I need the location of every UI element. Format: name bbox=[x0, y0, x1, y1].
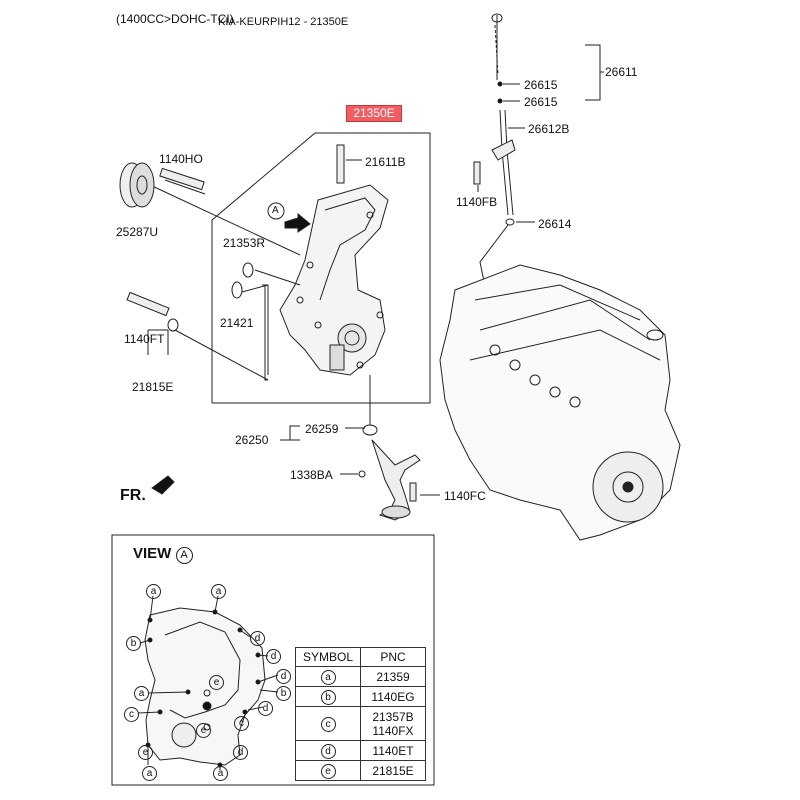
view-a-frame bbox=[111, 534, 435, 786]
symbol-cell: c bbox=[295, 706, 361, 741]
symbol-cell: e bbox=[295, 760, 361, 781]
part-label[interactable]: 26612B bbox=[528, 122, 570, 136]
fr-arrow bbox=[151, 475, 175, 495]
view-marker: A bbox=[175, 547, 193, 564]
part-label[interactable]: 1140HO bbox=[159, 152, 203, 166]
pnc-cell[interactable]: 21357B 1140FX bbox=[360, 706, 426, 741]
part-label[interactable]: 21815E bbox=[132, 380, 174, 394]
callout-b: b bbox=[276, 686, 291, 701]
part-label[interactable]: 26615 bbox=[524, 95, 558, 109]
part-label[interactable]: 21421 bbox=[220, 316, 254, 330]
callout-a: a bbox=[213, 766, 228, 781]
callout-d: d bbox=[233, 745, 248, 760]
symbol-table: SYMBOL PNC a 21359 b 1140EG c 21357B 114… bbox=[295, 647, 426, 781]
part-label[interactable]: 26611 bbox=[605, 65, 638, 79]
symbol-cell: d bbox=[295, 740, 361, 761]
part-label[interactable]: 1140FT bbox=[124, 332, 165, 346]
part-label[interactable]: 26250 bbox=[235, 433, 269, 447]
symbol-header: SYMBOL bbox=[295, 647, 361, 667]
callout-a: a bbox=[146, 584, 161, 599]
bracket-26250 bbox=[289, 425, 300, 441]
callout-d: d bbox=[250, 631, 265, 646]
diagram-subtitle: KIA-KEURPIH12 - 21350E bbox=[218, 16, 349, 28]
view-a-marker: A bbox=[272, 205, 279, 216]
view-title-text: VIEW bbox=[133, 545, 172, 562]
part-label-highlighted[interactable]: 21350E bbox=[346, 105, 402, 122]
part-label[interactable]: 21353R bbox=[223, 236, 266, 250]
seal-21353R bbox=[242, 262, 254, 278]
pnc-cell[interactable]: 1140ET bbox=[360, 740, 426, 761]
symbol-cell: a bbox=[295, 666, 361, 687]
callout-d: d bbox=[276, 669, 291, 684]
dipstick-tube bbox=[499, 109, 509, 216]
front-indicator: FR. bbox=[120, 487, 146, 504]
pnc-cell[interactable]: 21815E bbox=[360, 760, 426, 781]
diagram-title: (1400CC>DOHC-TCI) bbox=[116, 12, 234, 26]
view-title: VIEW A bbox=[133, 545, 193, 564]
callout-d: d bbox=[266, 649, 281, 664]
symbol-cell: b bbox=[295, 686, 361, 707]
part-label[interactable]: 1338BA bbox=[290, 468, 333, 482]
part-label[interactable]: 26259 bbox=[305, 422, 339, 436]
callout-d: d bbox=[258, 701, 273, 716]
callout-c: c bbox=[124, 707, 139, 722]
gasket-outline bbox=[144, 607, 266, 766]
callout-a: a bbox=[211, 584, 226, 599]
symbol-circle: b bbox=[320, 689, 336, 705]
cover-frame bbox=[211, 132, 431, 404]
part-label[interactable]: 25287U bbox=[116, 225, 159, 239]
part-label[interactable]: 1140FB bbox=[456, 195, 498, 209]
callout-b: b bbox=[126, 636, 141, 651]
symbol-circle: c bbox=[320, 716, 336, 732]
callout-e: e bbox=[209, 675, 224, 690]
callout-e: e bbox=[138, 745, 153, 760]
symbol-circle: d bbox=[320, 743, 336, 759]
pnc-cell[interactable]: 21359 bbox=[360, 666, 426, 687]
callout-a: a bbox=[134, 686, 149, 701]
part-label[interactable]: 1140FC bbox=[444, 489, 486, 503]
pnc-header: PNC bbox=[360, 647, 426, 667]
view-a-arrow bbox=[284, 212, 311, 233]
callout-c: c bbox=[234, 716, 249, 731]
part-label[interactable]: 26615 bbox=[524, 78, 558, 92]
oil-strainer bbox=[371, 439, 421, 521]
callout-a: a bbox=[142, 766, 157, 781]
symbol-circle: e bbox=[320, 763, 336, 779]
symbol-circle: a bbox=[320, 669, 336, 685]
callout-e: e bbox=[196, 723, 211, 738]
pin-21611B bbox=[336, 144, 345, 184]
part-label[interactable]: 21611B bbox=[365, 155, 406, 169]
pnc-cell[interactable]: 1140EG bbox=[360, 686, 426, 707]
part-label[interactable]: 26614 bbox=[538, 217, 572, 231]
